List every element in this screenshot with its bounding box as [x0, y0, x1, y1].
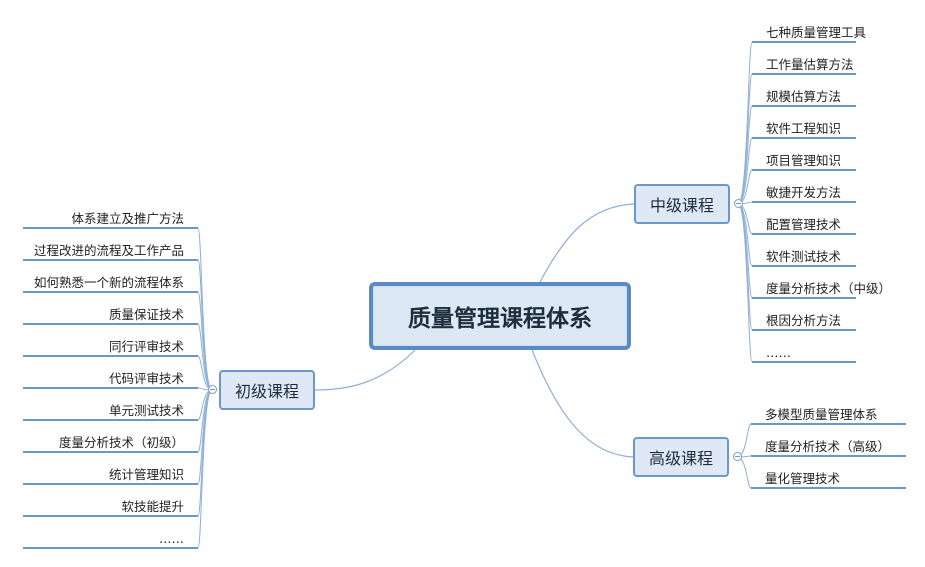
intermediate-topic[interactable]: 软件工程知识 — [766, 121, 842, 136]
basic-topic[interactable]: 代码评审技术 — [108, 371, 184, 386]
connectors — [23, 41, 906, 549]
basic-branch-line — [197, 227, 213, 391]
intermediate-topic[interactable]: 七种质量管理工具 — [766, 25, 867, 40]
intermediate-topic[interactable]: …… — [766, 345, 791, 360]
intermediate-topic[interactable]: 根因分析方法 — [766, 313, 842, 328]
advanced-branch-line — [736, 456, 752, 489]
advanced-topic[interactable]: 度量分析技术（高级） — [765, 439, 891, 454]
intermediate-topic[interactable]: 工作量估算方法 — [766, 57, 854, 72]
connector-root-intermediate — [539, 203, 635, 283]
collapse-toggle-basic-icon[interactable] — [208, 385, 217, 394]
branch-basic-course[interactable]: 初级课程 — [219, 370, 315, 410]
advanced-topic[interactable]: 量化管理技术 — [765, 471, 841, 486]
basic-topic[interactable]: 度量分析技术（初级） — [58, 435, 184, 450]
intermediate-topic[interactable]: 项目管理知识 — [766, 153, 842, 168]
basic-topic[interactable]: 过程改进的流程及工作产品 — [33, 243, 184, 258]
basic-topic[interactable]: 同行评审技术 — [108, 339, 184, 354]
basic-topic[interactable]: …… — [159, 531, 184, 546]
intermediate-branch-line — [737, 203, 753, 363]
intermediate-topic[interactable]: 度量分析技术（中级） — [766, 281, 892, 296]
collapse-toggle-advanced-icon[interactable] — [733, 452, 742, 461]
branch-advanced-course[interactable]: 高级课程 — [633, 437, 729, 477]
basic-topic[interactable]: 统计管理知识 — [108, 467, 184, 482]
basic-topic[interactable]: 软技能提升 — [121, 499, 184, 514]
intermediate-topic[interactable]: 软件测试技术 — [766, 249, 842, 264]
connector-root-advanced — [531, 349, 634, 458]
advanced-topic[interactable]: 多模型质量管理体系 — [765, 407, 878, 422]
intermediate-branch-line — [737, 73, 753, 205]
basic-branch-line — [197, 389, 213, 549]
intermediate-branch-line — [737, 203, 753, 331]
collapse-toggle-intermediate-icon[interactable] — [734, 199, 743, 208]
basic-topic[interactable]: 如何熟悉一个新的流程体系 — [33, 275, 184, 290]
root-node[interactable]: 质量管理课程体系 — [369, 282, 631, 350]
basic-branch-line — [197, 389, 213, 517]
basic-topic[interactable]: 单元测试技术 — [108, 403, 184, 418]
basic-branch-line — [197, 259, 213, 391]
basic-topic[interactable]: 质量保证技术 — [108, 307, 184, 322]
intermediate-branch-line — [737, 41, 753, 205]
connector-root-basic — [314, 349, 416, 391]
intermediate-topic[interactable]: 敏捷开发方法 — [766, 185, 842, 200]
intermediate-topic[interactable]: 配置管理技术 — [766, 217, 842, 232]
branch-intermediate-course[interactable]: 中级课程 — [634, 184, 730, 224]
basic-topic[interactable]: 体系建立及推广方法 — [71, 211, 184, 226]
intermediate-topic[interactable]: 规模估算方法 — [766, 89, 842, 104]
